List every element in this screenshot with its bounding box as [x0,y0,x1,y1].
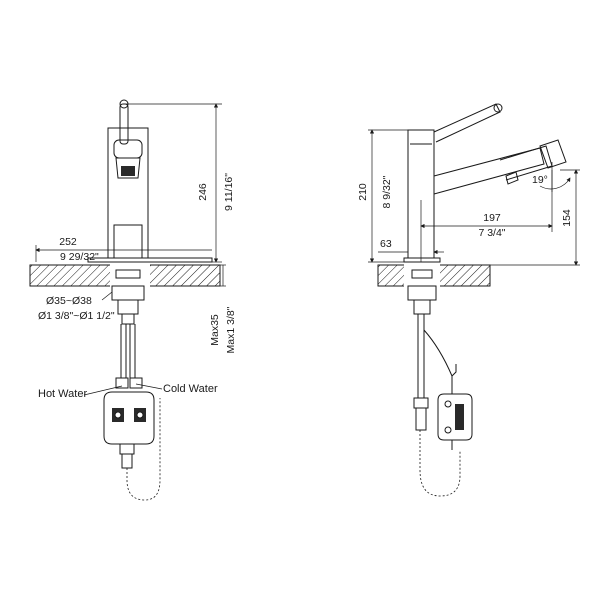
side-reach-in: 7 3/4" [478,227,505,239]
side-spout-height: 154 [561,209,573,227]
cold-water-label: Cold Water [163,383,218,395]
front-hole-in: Ø1 3/8"~Ø1 1/2" [38,310,115,322]
front-base-plate [87,257,213,263]
side-weight [437,393,473,441]
side-angle: 19° [532,174,548,186]
front-width-mm: 252 [59,236,77,248]
front-hole-mm: Ø35~Ø38 [46,295,92,307]
front-mixer-block [103,391,155,445]
front-width-in: 9 29/32" [60,251,99,263]
front-height-mm: 246 [197,183,209,201]
front-shank [115,269,141,279]
side-hose-loop [419,430,461,497]
front-deck-in: Max1 3/8" [225,306,237,353]
side-view: 210 8 9/32" 154 197 7 3/4" 19° 63 [357,103,580,497]
side-base-mm: 63 [380,238,392,250]
side-spray-head [539,139,567,169]
hot-water-label: Hot Water [38,388,87,400]
side-reach-mm: 197 [483,212,501,224]
side-lever [433,103,501,143]
side-height-in: 8 9/32" [381,175,393,208]
side-spout [433,147,545,195]
front-view: 246 9 11/16" 252 9 29/32" Max35 Max1 3/8… [29,99,237,501]
front-height-in: 9 11/16" [223,173,235,211]
front-deck-mm: Max35 [209,314,221,346]
side-height-mm: 210 [357,183,369,201]
front-lever [119,103,129,145]
